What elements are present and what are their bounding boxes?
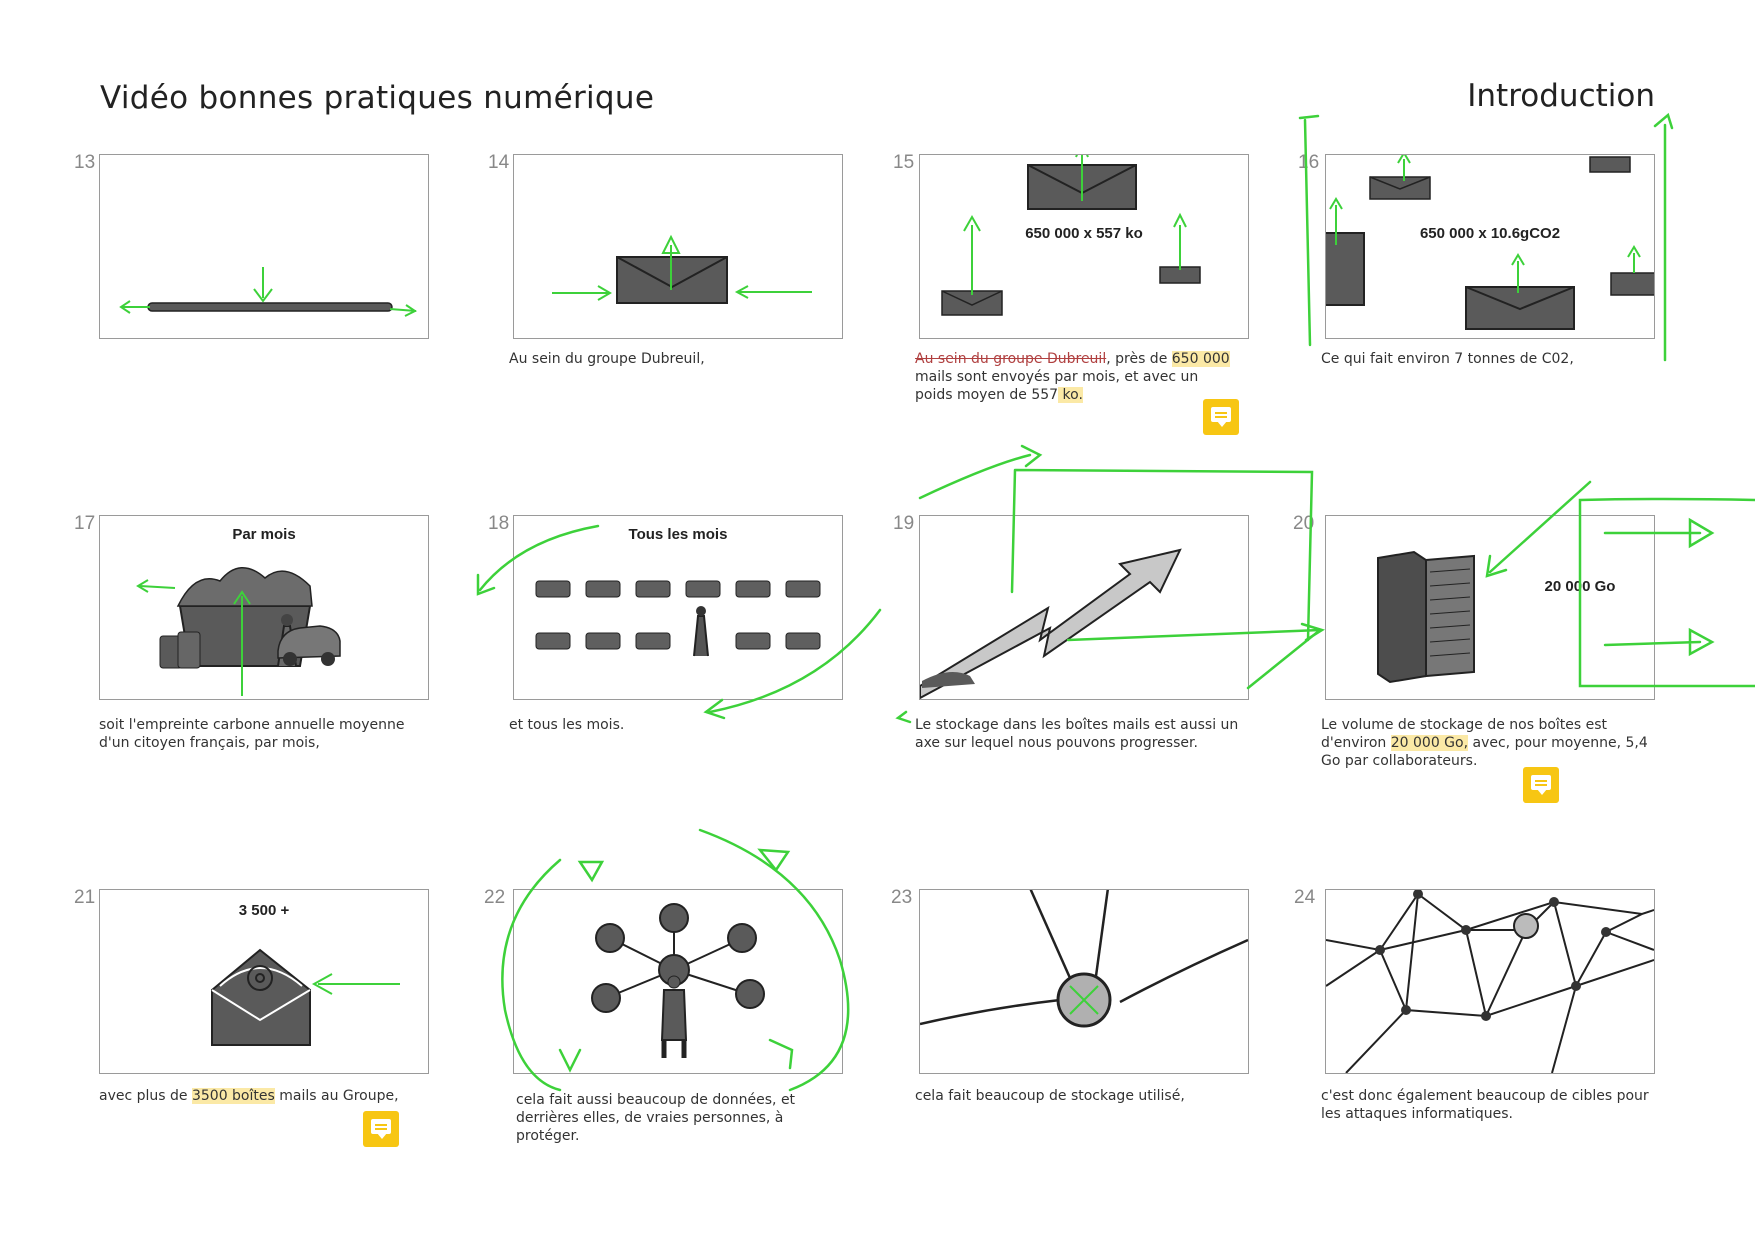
caption-text: Le stockage dans les boîtes mails est au… (915, 717, 1239, 751)
caption-20: Le volume de stockage de nos boîtes est … (1321, 716, 1651, 770)
frame-16-label: 650 000 x 10.6gCO2 (1419, 225, 1561, 242)
caption-text: cela fait aussi beaucoup de données, et … (516, 1092, 796, 1144)
panel-number: 20 (1293, 513, 1315, 534)
caption-19: Le stockage dans les boîtes mails est au… (915, 716, 1245, 752)
caption-text: et tous les mois. (509, 717, 625, 733)
panel-number: 15 (893, 152, 915, 173)
caption-24: c'est donc également beaucoup de cibles … (1321, 1087, 1651, 1123)
caption-text: cela fait beaucoup de stockage utilisé, (915, 1088, 1185, 1104)
caption-23: cela fait beaucoup de stockage utilisé, (915, 1087, 1245, 1105)
panel-number: 16 (1298, 152, 1320, 173)
arrow-icon (1653, 112, 1674, 362)
frame-17-dumpster-sketch (136, 567, 341, 696)
caption-text: avec, pour moyenne, 5,4 Go par collabora… (1321, 735, 1648, 769)
frame-16-envelopes (1326, 155, 1654, 330)
caption-text: Ce qui fait environ 7 tonnes de C02, (1321, 351, 1574, 367)
frame-15-envelopes (941, 155, 1201, 316)
panel-number: 13 (74, 152, 96, 173)
caption-15: Au sein du groupe Dubreuil, près de 650 … (915, 350, 1235, 404)
section-title: Introduction (1467, 78, 1655, 114)
caption-highlight: 650 000 (1171, 351, 1230, 367)
panel-number: 18 (488, 513, 510, 534)
caption-text: avec plus de (99, 1088, 192, 1104)
frame-20-server-rack (1377, 550, 1475, 684)
frame-17-label: Par mois (232, 526, 296, 543)
caption-text: mails sont envoyés par mois, et avec un … (915, 369, 1199, 403)
frame-20-label: 20 000 Go (1544, 578, 1616, 595)
frame-22-network-person (591, 903, 765, 1058)
storyboard-frame-14 (513, 154, 843, 339)
caption-text-struck: Au sein du groupe Dubreuil (915, 351, 1107, 367)
frame-21-label: 3 500 + (238, 902, 290, 919)
comment-icon[interactable] (1523, 767, 1559, 803)
panel-number: 19 (893, 513, 915, 534)
frame-18-dumpster-grid (535, 580, 821, 657)
storyboard-frame-17: Par mois (99, 515, 429, 700)
frame-24-network-mesh (1326, 890, 1654, 1073)
storyboard-frame-20: 20 000 Go (1325, 515, 1655, 700)
caption-text: c'est donc également beaucoup de cibles … (1321, 1088, 1649, 1122)
caption-text: Le volume de stockage de nos boîtes est … (1321, 717, 1608, 751)
caption-text: Au sein du groupe Dubreuil, (509, 351, 705, 367)
frame-23-storage-node (920, 890, 1248, 1028)
caption-14: Au sein du groupe Dubreuil, (509, 350, 839, 368)
comment-icon[interactable] (363, 1111, 399, 1147)
storyboard-frame-21: 3 500 + (99, 889, 429, 1074)
caption-text: soit l'empreinte carbone annuelle moyenn… (99, 717, 405, 751)
storyboard-frame-13 (99, 154, 429, 339)
caption-text: , près de (1106, 351, 1172, 367)
storyboard-frame-18: Tous les mois (513, 515, 843, 700)
panel-number: 14 (488, 152, 510, 173)
storyboard-frame-22 (513, 889, 843, 1074)
document-title: Vidéo bonnes pratiques numérique (100, 80, 655, 116)
caption-18: et tous les mois. (509, 716, 839, 734)
storyboard-frame-15: 650 000 x 557 ko (919, 154, 1249, 339)
caption-highlight: ko. (1058, 387, 1083, 403)
caption-text: mails au Groupe, (274, 1088, 399, 1104)
caption-17: soit l'empreinte carbone annuelle moyenn… (99, 716, 429, 752)
storyboard-frame-19 (919, 515, 1249, 700)
frame-21-open-envelope-icon (211, 948, 400, 1046)
storyboard-frame-16: 650 000 x 10.6gCO2 (1325, 154, 1655, 339)
panel-number: 24 (1294, 887, 1316, 908)
caption-21: avec plus de 3500 boîtes mails au Groupe… (99, 1087, 429, 1105)
storyboard-frame-23 (919, 889, 1249, 1074)
frame-15-label: 650 000 x 557 ko (1025, 225, 1143, 242)
frame-19-growth-arrow (920, 548, 1182, 699)
panel-number: 21 (74, 887, 96, 908)
panel-number: 22 (484, 887, 506, 908)
frame-14-envelope-icon (552, 234, 812, 304)
frame-18-label: Tous les mois (628, 526, 728, 543)
frame-13-sketch (119, 267, 417, 317)
arrow-icon (895, 710, 912, 724)
caption-highlight: 20 000 Go, (1390, 735, 1469, 751)
caption-16: Ce qui fait environ 7 tonnes de C02, (1321, 350, 1651, 368)
arrow-icon (1246, 628, 1322, 690)
panel-number: 23 (891, 887, 913, 908)
arrow-icon (918, 444, 1043, 500)
comment-icon[interactable] (1203, 399, 1239, 435)
storyboard-frame-24 (1325, 889, 1655, 1074)
caption-highlight: 3500 boîtes (191, 1088, 275, 1104)
panel-number: 17 (74, 513, 96, 534)
caption-22: cela fait aussi beaucoup de données, et … (516, 1091, 816, 1145)
